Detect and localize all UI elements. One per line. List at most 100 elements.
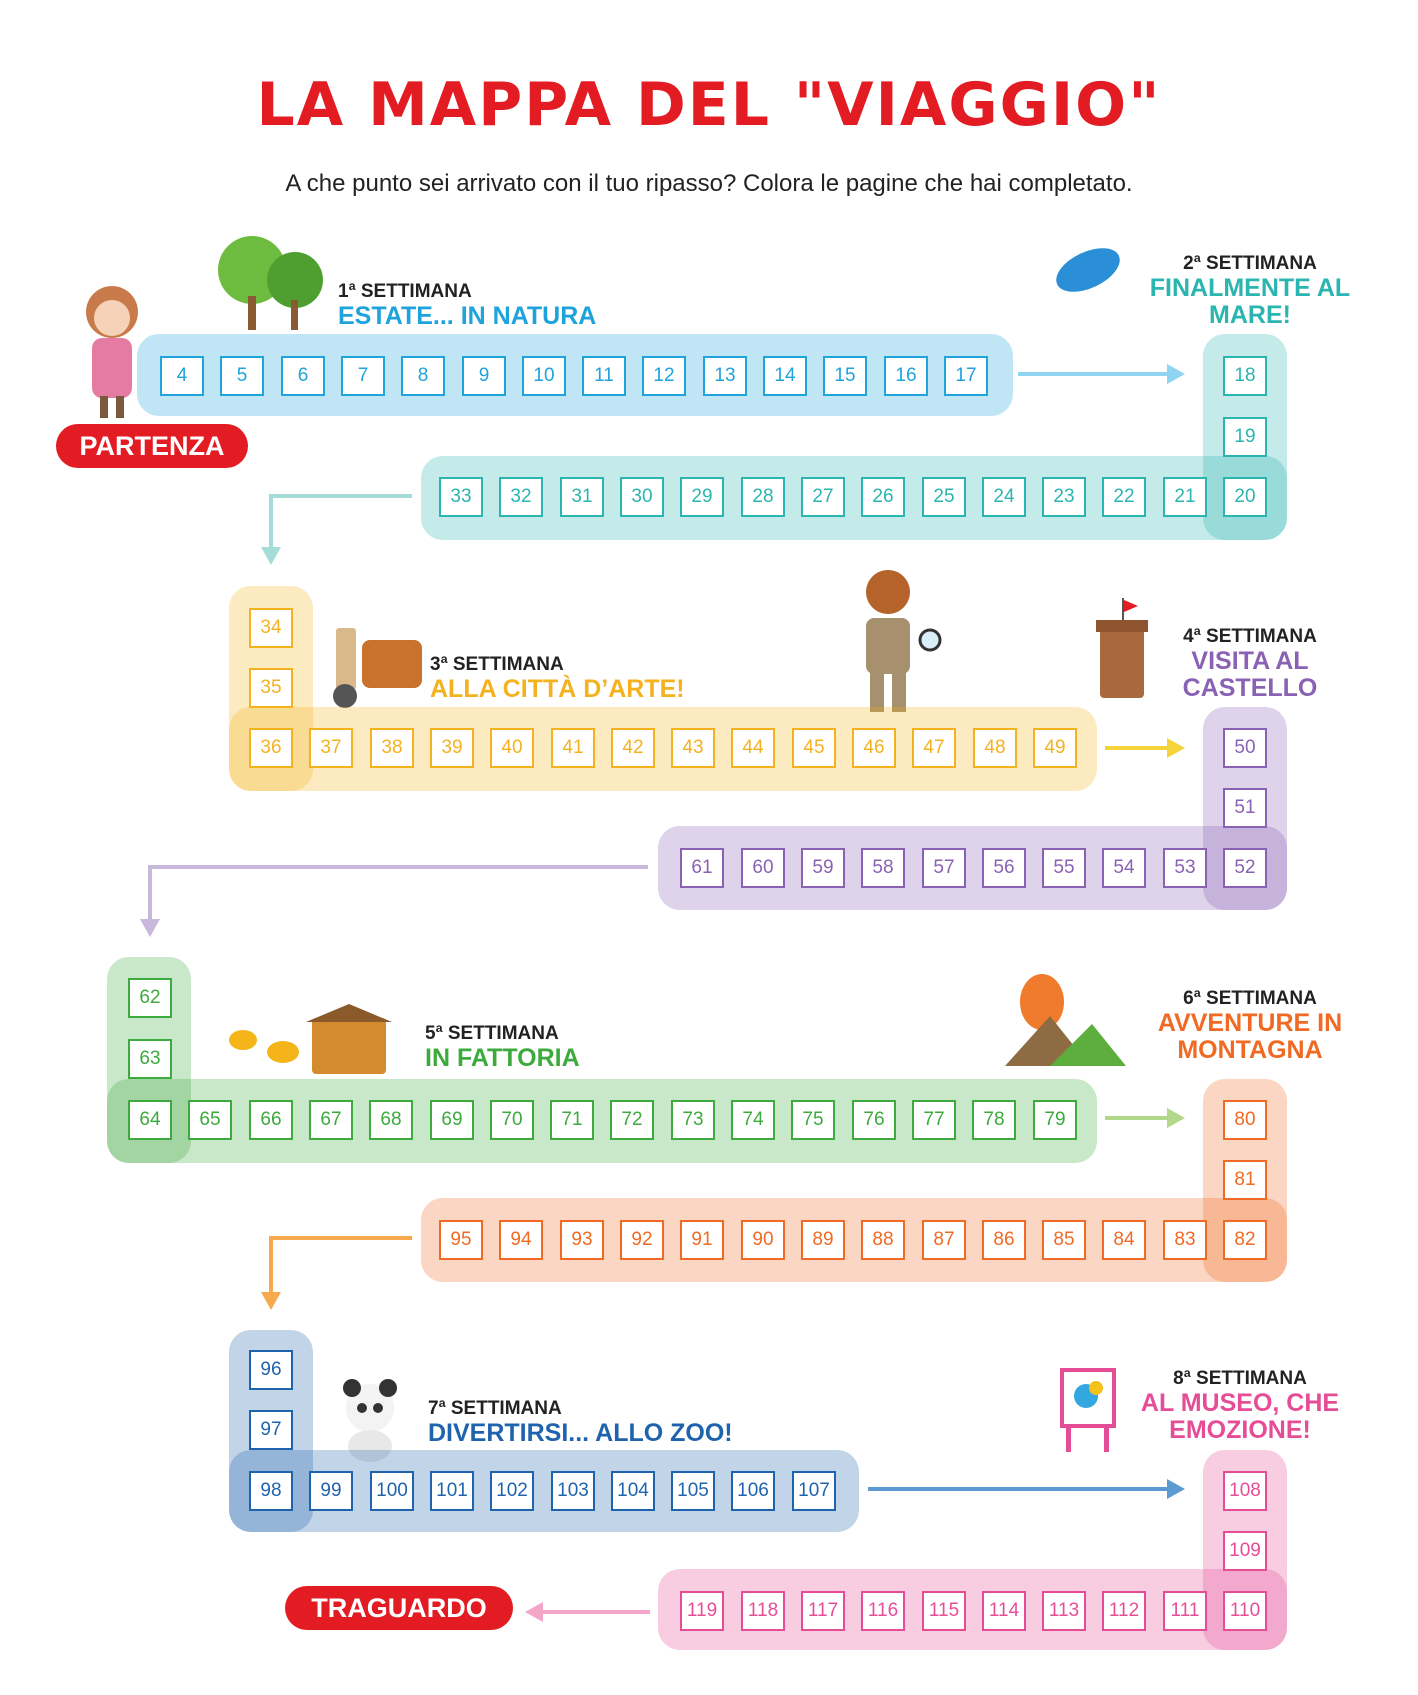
page-box-98[interactable]: 98 [249, 1471, 293, 1511]
page-box-108[interactable]: 108 [1223, 1471, 1267, 1511]
page-box-80[interactable]: 80 [1223, 1100, 1267, 1140]
page-box-7[interactable]: 7 [341, 356, 385, 396]
page-box-72[interactable]: 72 [610, 1100, 654, 1140]
page-box-61[interactable]: 61 [680, 848, 724, 888]
page-box-32[interactable]: 32 [499, 477, 543, 517]
page-box-38[interactable]: 38 [370, 728, 414, 768]
page-box-91[interactable]: 91 [680, 1220, 724, 1260]
page-box-114[interactable]: 114 [982, 1591, 1026, 1631]
page-box-44[interactable]: 44 [731, 728, 775, 768]
page-box-13[interactable]: 13 [703, 356, 747, 396]
page-box-78[interactable]: 78 [972, 1100, 1016, 1140]
page-box-75[interactable]: 75 [791, 1100, 835, 1140]
page-box-70[interactable]: 70 [490, 1100, 534, 1140]
page-box-64[interactable]: 64 [128, 1100, 172, 1140]
page-box-90[interactable]: 90 [741, 1220, 785, 1260]
page-box-58[interactable]: 58 [861, 848, 905, 888]
page-box-104[interactable]: 104 [611, 1471, 655, 1511]
page-box-66[interactable]: 66 [249, 1100, 293, 1140]
page-box-56[interactable]: 56 [982, 848, 1026, 888]
page-box-71[interactable]: 71 [550, 1100, 594, 1140]
page-box-119[interactable]: 119 [680, 1591, 724, 1631]
page-box-28[interactable]: 28 [741, 477, 785, 517]
page-box-100[interactable]: 100 [370, 1471, 414, 1511]
page-box-45[interactable]: 45 [792, 728, 836, 768]
page-box-9[interactable]: 9 [462, 356, 506, 396]
page-box-99[interactable]: 99 [309, 1471, 353, 1511]
page-box-76[interactable]: 76 [852, 1100, 896, 1140]
page-box-68[interactable]: 68 [369, 1100, 413, 1140]
page-box-48[interactable]: 48 [973, 728, 1017, 768]
page-box-40[interactable]: 40 [490, 728, 534, 768]
page-box-102[interactable]: 102 [490, 1471, 534, 1511]
page-box-20[interactable]: 20 [1223, 477, 1267, 517]
page-box-11[interactable]: 11 [582, 356, 626, 396]
page-box-85[interactable]: 85 [1042, 1220, 1086, 1260]
page-box-92[interactable]: 92 [620, 1220, 664, 1260]
page-box-31[interactable]: 31 [560, 477, 604, 517]
page-box-24[interactable]: 24 [982, 477, 1026, 517]
page-box-35[interactable]: 35 [249, 668, 293, 708]
page-box-47[interactable]: 47 [912, 728, 956, 768]
page-box-53[interactable]: 53 [1163, 848, 1207, 888]
page-box-86[interactable]: 86 [982, 1220, 1026, 1260]
page-box-25[interactable]: 25 [922, 477, 966, 517]
page-box-88[interactable]: 88 [861, 1220, 905, 1260]
page-box-43[interactable]: 43 [671, 728, 715, 768]
page-box-51[interactable]: 51 [1223, 788, 1267, 828]
page-box-36[interactable]: 36 [249, 728, 293, 768]
page-box-101[interactable]: 101 [430, 1471, 474, 1511]
page-box-89[interactable]: 89 [801, 1220, 845, 1260]
page-box-79[interactable]: 79 [1033, 1100, 1077, 1140]
page-box-39[interactable]: 39 [430, 728, 474, 768]
page-box-103[interactable]: 103 [551, 1471, 595, 1511]
page-box-112[interactable]: 112 [1102, 1591, 1146, 1631]
page-box-49[interactable]: 49 [1033, 728, 1077, 768]
page-box-52[interactable]: 52 [1223, 848, 1267, 888]
page-box-19[interactable]: 19 [1223, 417, 1267, 457]
page-box-74[interactable]: 74 [731, 1100, 775, 1140]
page-box-37[interactable]: 37 [309, 728, 353, 768]
page-box-59[interactable]: 59 [801, 848, 845, 888]
page-box-46[interactable]: 46 [852, 728, 896, 768]
page-box-110[interactable]: 110 [1223, 1591, 1267, 1631]
page-box-14[interactable]: 14 [763, 356, 807, 396]
page-box-29[interactable]: 29 [680, 477, 724, 517]
page-box-54[interactable]: 54 [1102, 848, 1146, 888]
page-box-105[interactable]: 105 [671, 1471, 715, 1511]
page-box-82[interactable]: 82 [1223, 1220, 1267, 1260]
page-box-107[interactable]: 107 [792, 1471, 836, 1511]
page-box-67[interactable]: 67 [309, 1100, 353, 1140]
page-box-10[interactable]: 10 [522, 356, 566, 396]
page-box-57[interactable]: 57 [922, 848, 966, 888]
page-box-15[interactable]: 15 [823, 356, 867, 396]
page-box-84[interactable]: 84 [1102, 1220, 1146, 1260]
page-box-62[interactable]: 62 [128, 978, 172, 1018]
page-box-87[interactable]: 87 [922, 1220, 966, 1260]
page-box-63[interactable]: 63 [128, 1039, 172, 1079]
page-box-42[interactable]: 42 [611, 728, 655, 768]
page-box-109[interactable]: 109 [1223, 1531, 1267, 1571]
page-box-8[interactable]: 8 [401, 356, 445, 396]
page-box-73[interactable]: 73 [671, 1100, 715, 1140]
page-box-116[interactable]: 116 [861, 1591, 905, 1631]
page-box-26[interactable]: 26 [861, 477, 905, 517]
page-box-113[interactable]: 113 [1042, 1591, 1086, 1631]
page-box-60[interactable]: 60 [741, 848, 785, 888]
page-box-17[interactable]: 17 [944, 356, 988, 396]
page-box-117[interactable]: 117 [801, 1591, 845, 1631]
page-box-27[interactable]: 27 [801, 477, 845, 517]
page-box-12[interactable]: 12 [642, 356, 686, 396]
page-box-50[interactable]: 50 [1223, 728, 1267, 768]
page-box-65[interactable]: 65 [188, 1100, 232, 1140]
page-box-97[interactable]: 97 [249, 1410, 293, 1450]
page-box-30[interactable]: 30 [620, 477, 664, 517]
page-box-93[interactable]: 93 [560, 1220, 604, 1260]
page-box-81[interactable]: 81 [1223, 1160, 1267, 1200]
page-box-4[interactable]: 4 [160, 356, 204, 396]
page-box-6[interactable]: 6 [281, 356, 325, 396]
page-box-33[interactable]: 33 [439, 477, 483, 517]
page-box-41[interactable]: 41 [551, 728, 595, 768]
page-box-95[interactable]: 95 [439, 1220, 483, 1260]
page-box-96[interactable]: 96 [249, 1350, 293, 1390]
